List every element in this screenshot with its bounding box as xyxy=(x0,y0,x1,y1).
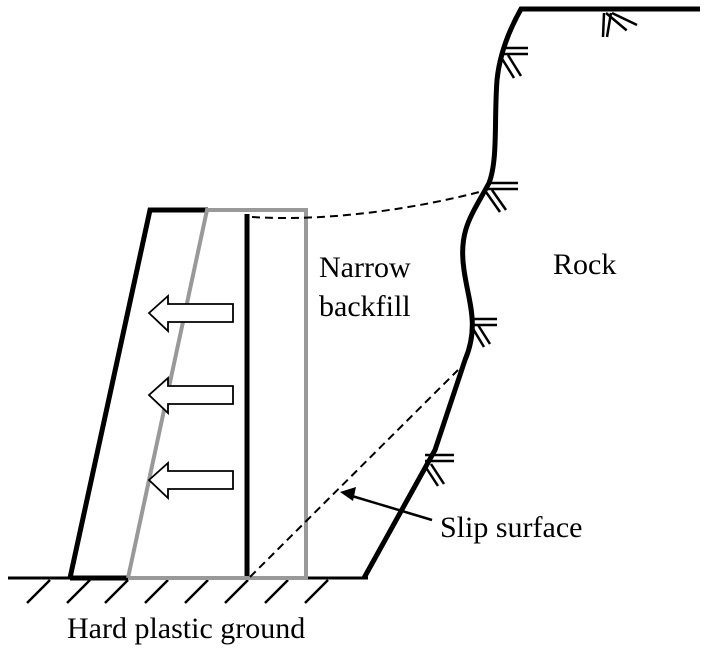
slip-surface-pointer xyxy=(340,487,433,522)
slip-surface-dashed xyxy=(249,369,459,578)
ground-hatching xyxy=(26,579,329,604)
upper-dashed-surface xyxy=(251,189,488,220)
slip-surface-label: Slip surface xyxy=(440,511,582,544)
arrow-left-icon xyxy=(147,460,234,501)
arrow-left-icon xyxy=(147,293,234,334)
ground-label: Hard plastic ground xyxy=(67,612,305,645)
backfill-label-line1: Narrow xyxy=(319,251,411,284)
earth-pressure-arrows xyxy=(147,293,234,501)
arrow-left-icon xyxy=(147,375,234,416)
backfill-label-line2: backfill xyxy=(319,290,411,323)
rock-hatch-marks xyxy=(423,11,638,487)
rock-face xyxy=(361,6,700,580)
rock-label: Rock xyxy=(553,248,616,281)
original-wall-outline xyxy=(67,207,250,581)
displaced-wall-outline xyxy=(126,208,308,580)
